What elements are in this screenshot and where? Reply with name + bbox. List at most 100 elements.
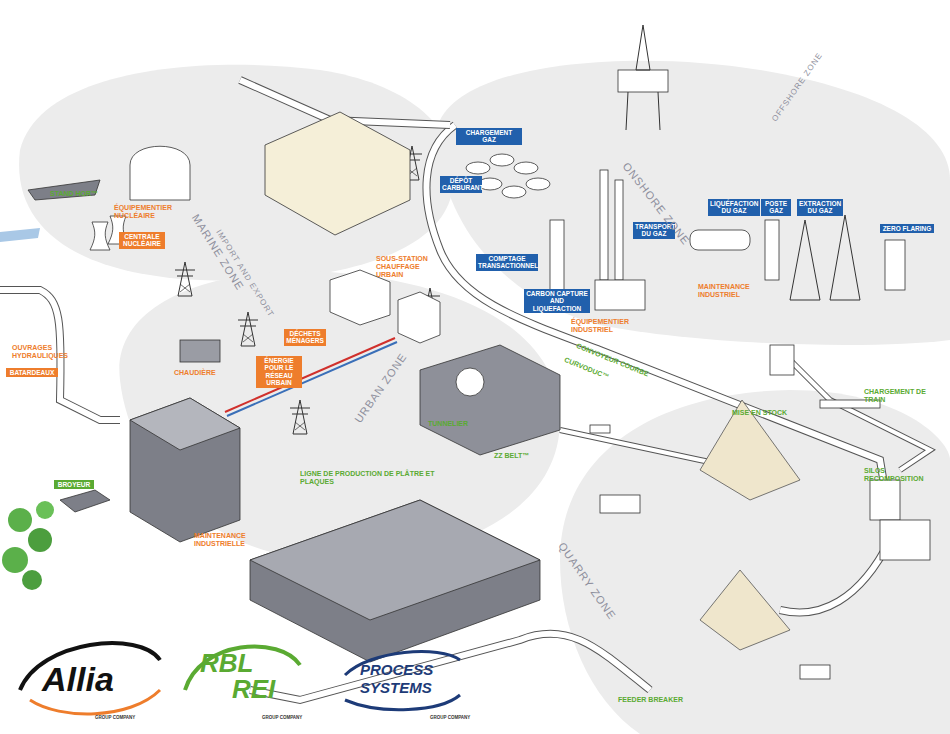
box-text: CHARGEMENT GAZ xyxy=(458,129,520,144)
derrick xyxy=(830,215,860,300)
column xyxy=(550,220,564,290)
conveyor-outline xyxy=(780,540,890,612)
box-text: DÉCHETS MÉNAGERS xyxy=(286,330,324,345)
derrick xyxy=(790,220,820,300)
warehouse xyxy=(265,112,410,235)
tank xyxy=(490,154,514,166)
callout-text: MAINTENANCE INDUSTRIEL xyxy=(698,283,768,299)
platform-leg xyxy=(658,92,660,130)
tunnel-boring-machine xyxy=(456,368,484,396)
tunnel-pit xyxy=(420,345,560,455)
marine-zone-area xyxy=(19,65,454,281)
callout-text: MISE EN STOCK xyxy=(732,409,802,417)
curved-conveyor xyxy=(426,125,890,520)
canal-outline xyxy=(0,290,120,420)
callout-text: TUNNELIER xyxy=(428,420,488,428)
label-box: COMPTAGE TRANSACTIONNEL xyxy=(476,254,538,271)
box-text: ÉNERGIE POUR LE RÉSEAU URBAIN xyxy=(258,357,300,387)
pylon xyxy=(238,312,258,346)
callout-text: ÉQUIPEMENTIER NUCLÉAIRE xyxy=(114,204,184,220)
label-box: LIQUÉFACTION DU GAZ xyxy=(708,199,760,216)
train-conveyor xyxy=(780,350,930,470)
ship xyxy=(28,180,100,200)
offshore-platform xyxy=(618,70,668,92)
callout-text: ZZ BELT™ xyxy=(494,452,554,460)
substation xyxy=(398,292,440,343)
canal xyxy=(0,290,120,420)
quarry-zone-area xyxy=(560,390,950,734)
train-conveyor-outline xyxy=(780,350,930,470)
wagon xyxy=(590,425,610,433)
label-box: DÉPÔT CARBURANT xyxy=(440,176,482,193)
tree xyxy=(2,547,28,573)
quarry-pile xyxy=(700,570,790,650)
logo-text: RBL xyxy=(200,650,253,676)
platform-derrick xyxy=(636,25,650,70)
callout-text: ÉQUIPEMENTIER INDUSTRIEL xyxy=(571,318,651,334)
tank xyxy=(514,162,538,174)
boiler xyxy=(180,340,220,362)
conveyor-outline xyxy=(250,634,650,700)
gas-station xyxy=(765,220,779,280)
pylon xyxy=(175,262,195,296)
tank xyxy=(526,178,550,190)
incinerator-roof xyxy=(130,398,240,450)
logo-swoosh xyxy=(345,695,460,710)
box-text: DÉPÔT CARBURANT xyxy=(442,177,480,192)
incinerator xyxy=(130,398,240,542)
cooling-tower xyxy=(90,222,110,250)
logo-text: PROCESS xyxy=(360,662,433,677)
callout-text: CHAUDIÈRE xyxy=(174,369,234,377)
plaster-plant-floor xyxy=(250,500,540,620)
box-text: LIQUÉFACTION DU GAZ xyxy=(710,200,758,215)
label-box: CHARGEMENT GAZ xyxy=(456,128,522,145)
label-box: DÉCHETS MÉNAGERS xyxy=(284,329,326,346)
logo-text: GROUP COMPANY xyxy=(430,716,470,721)
box-text: CARBON CAPTURE AND LIQUEFACTION xyxy=(526,290,588,312)
lng-tank xyxy=(690,230,750,250)
tank xyxy=(502,186,526,198)
callout-text: SILOS RECOMPOSITION xyxy=(864,467,924,483)
logo-text: GROUP COMPANY xyxy=(262,716,302,721)
truck xyxy=(600,495,640,513)
callout-text: LIGNE DE PRODUCTION DE PLÂTRE ET PLAQUES xyxy=(300,470,440,486)
box-text: POSTE GAZ xyxy=(763,200,789,215)
box-text: BATARDEAUX xyxy=(8,369,56,376)
callout-text: FEEDER BREAKER xyxy=(618,696,708,704)
box-text: ZERO FLARING xyxy=(882,225,932,232)
label-box: CARBON CAPTURE AND LIQUEFACTION xyxy=(524,289,590,313)
logo-text: GROUP COMPANY xyxy=(95,716,135,721)
tank xyxy=(466,162,490,174)
building xyxy=(595,280,645,310)
box-text: CENTRALE NUCLÉAIRE xyxy=(121,233,163,248)
box-text: BROYEUR xyxy=(56,481,92,488)
callout-text: OUVRAGES HYDRAULIQUES xyxy=(12,344,72,360)
platform-leg xyxy=(626,92,628,130)
logo-text: REI xyxy=(232,676,275,702)
conveyor-outline xyxy=(426,125,890,520)
reactor-dome xyxy=(130,146,190,200)
loading-tower xyxy=(770,345,794,375)
label-box: POSTE GAZ xyxy=(761,199,791,216)
tree xyxy=(36,501,54,519)
silo-building xyxy=(870,480,900,520)
onshore-zone-area xyxy=(439,61,950,345)
callout-text: STAND HOR™ xyxy=(50,190,100,198)
tree xyxy=(28,528,52,552)
label-box: CENTRALE NUCLÉAIRE xyxy=(119,232,165,249)
logo-text: Allia xyxy=(42,662,114,696)
box-text: EXTRACTION DU GAZ xyxy=(799,200,841,215)
label-box: ÉNERGIE POUR LE RÉSEAU URBAIN xyxy=(256,356,302,388)
box-text: COMPTAGE TRANSACTIONNEL xyxy=(478,255,536,270)
building xyxy=(330,270,390,325)
conveyor xyxy=(780,540,890,612)
logo-text: SYSTEMS xyxy=(360,680,432,695)
label-box: EXTRACTION DU GAZ xyxy=(797,199,843,216)
tree xyxy=(22,570,42,590)
label-box: BROYEUR xyxy=(54,480,94,489)
pylon xyxy=(290,400,310,434)
stack xyxy=(600,170,608,280)
